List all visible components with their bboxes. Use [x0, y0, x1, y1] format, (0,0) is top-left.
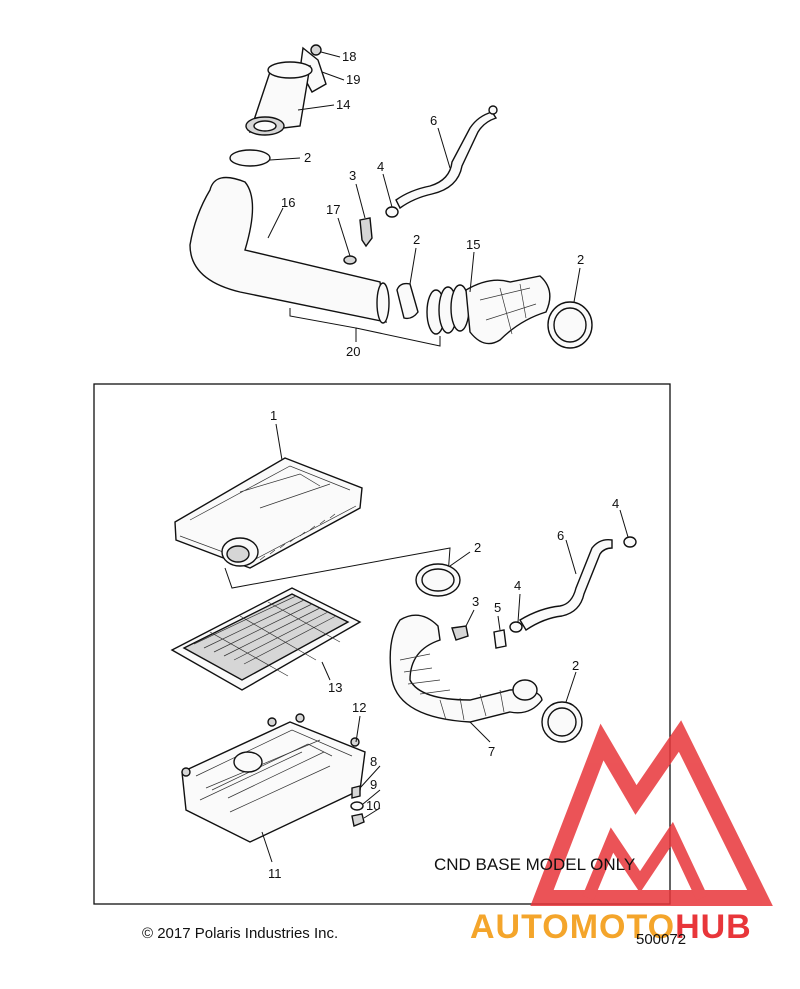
part-1-airbox-cover: [174, 457, 363, 569]
part-7-duct: [389, 614, 543, 723]
part-2-clamp-upper: [229, 149, 271, 167]
copyright: © 2017 Polaris Industries Inc.: [142, 925, 338, 942]
callout-11: 11: [268, 866, 282, 881]
callout-2-mid: 2: [413, 232, 420, 247]
part-11-airbox-base: [181, 713, 366, 843]
inset-frame: [93, 383, 671, 905]
callout-6-upper: 6: [430, 113, 437, 128]
callout-4-lower: 4: [514, 578, 521, 593]
callout-5: 5: [494, 600, 501, 615]
part-15-boot: [426, 275, 551, 345]
part-3-fitting-lower: [451, 625, 469, 641]
part-3-fitting: [359, 217, 373, 248]
part-13-filter: [170, 587, 362, 691]
callout-17: 17: [326, 202, 340, 217]
doc-number: 500072: [636, 931, 686, 948]
part-10-nut: [351, 813, 365, 827]
callout-4-upper: 4: [377, 159, 384, 174]
inset-label: CND BASE MODEL ONLY: [434, 855, 635, 874]
callout-6-lower: 6: [557, 528, 564, 543]
lower-assembly: [170, 423, 637, 863]
part-4-cap-upper: [385, 206, 399, 218]
callout-15: 15: [466, 237, 480, 252]
callout-12: 12: [352, 700, 366, 715]
callout-16: 16: [281, 195, 295, 210]
part-6-hose-lower: [519, 538, 613, 631]
watermark-brand-part2: HUB: [675, 908, 752, 946]
callout-2-right: 2: [577, 252, 584, 267]
callout-19: 19: [346, 72, 360, 87]
callout-1: 1: [270, 408, 277, 423]
automotohub-logo: [530, 720, 773, 906]
callout-18: 18: [342, 49, 356, 64]
callout-10: 10: [366, 798, 380, 813]
callout-8: 8: [370, 754, 377, 769]
part-6-hose-upper: [395, 111, 498, 210]
callout-20: 20: [346, 344, 360, 359]
part-14-canister: [245, 61, 313, 136]
assembly-20-bracket: [289, 308, 441, 347]
upper-assembly: [189, 44, 593, 349]
part-2-clamp-mid: [396, 282, 419, 320]
watermark-brand-part1: AUTOMOTO: [470, 908, 675, 946]
callout-7: 7: [488, 744, 495, 759]
callout-3-lower: 3: [472, 594, 479, 609]
callout-4-lower-right: 4: [612, 496, 619, 511]
part-18-nut: [310, 44, 322, 56]
part-17-clip: [343, 255, 357, 265]
part-4-cap-lower: [509, 621, 523, 633]
callout-2-lower-right: 2: [572, 658, 579, 673]
callout-2-lower: 2: [474, 540, 481, 555]
part-8-bolt: [351, 785, 361, 799]
watermark-brand: AUTOMOTOHUB: [470, 908, 752, 946]
callout-9: 9: [370, 777, 377, 792]
part-9-washer: [350, 801, 364, 811]
callout-2-upper: 2: [304, 150, 311, 165]
callout-13: 13: [328, 680, 342, 695]
callout-3-upper: 3: [349, 168, 356, 183]
part-5-connector: [493, 629, 507, 649]
callout-14: 14: [336, 97, 350, 112]
